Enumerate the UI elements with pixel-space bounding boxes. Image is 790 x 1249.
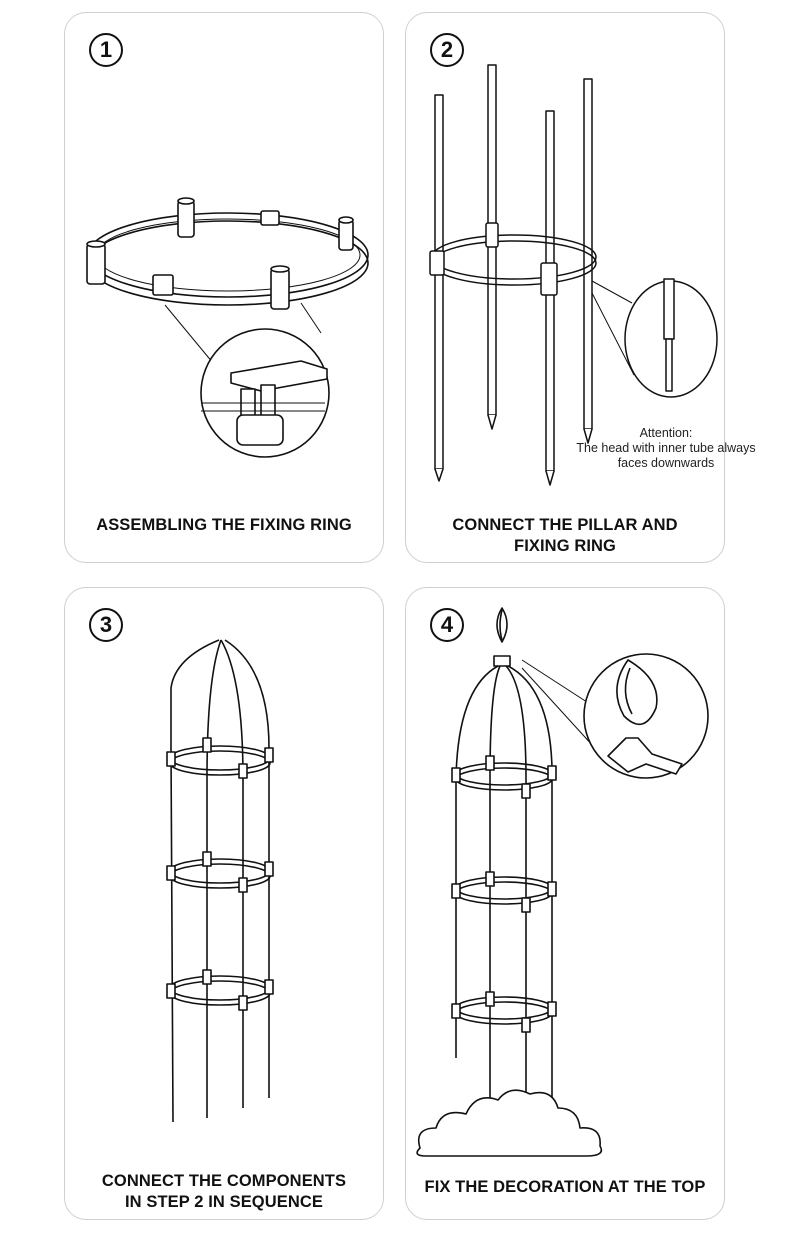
- step-2-panel: 2 Attention: The head with inner tube al…: [405, 12, 756, 563]
- step-caption: CONNECT THE PILLAR AND: [452, 516, 678, 534]
- fixing-ring-illustration: [86, 197, 369, 458]
- finished-obelisk-illustration: [416, 607, 709, 1157]
- step-caption: CONNECT THE COMPONENTS: [101, 1172, 347, 1190]
- attention-note: Attention: The head with inner tube alwa…: [576, 426, 756, 470]
- step-4-panel: 4: [405, 587, 725, 1220]
- ring-socket: [451, 755, 557, 1033]
- pillar: [455, 665, 553, 1108]
- step-3-panel: 3 CONNECT THE COMPONENTS IN STEP 2 IN SE…: [64, 587, 384, 1220]
- ring-socket: [429, 222, 558, 296]
- assembled-obelisk-illustration: [166, 639, 274, 1123]
- fixing-ring: [169, 745, 271, 1006]
- step-caption: FIXING RING: [514, 537, 616, 555]
- pillar: [170, 639, 270, 1123]
- fixing-ring: [455, 762, 553, 1025]
- step-1-panel: 1 ASSEMBLING THE FIXING RING: [64, 12, 384, 563]
- step-caption: FIX THE DECORATION AT THE TOP: [424, 1178, 706, 1196]
- pillar: [434, 64, 593, 486]
- fixing-ring: [87, 212, 369, 298]
- step-number-badge: 1: [89, 33, 123, 67]
- decoration-detail: [607, 659, 683, 775]
- connector-detail: [201, 360, 328, 446]
- step-number-badge: 3: [89, 608, 123, 642]
- step-number-badge: 2: [430, 33, 464, 67]
- soil-mound: [416, 1089, 603, 1157]
- step-caption: ASSEMBLING THE FIXING RING: [96, 516, 352, 534]
- pillar-ring-illustration: [429, 64, 718, 486]
- ring-socket: [86, 197, 354, 310]
- step-number-badge: 4: [430, 608, 464, 642]
- ring-socket: [166, 737, 274, 1011]
- step-caption: IN STEP 2 IN SEQUENCE: [124, 1193, 323, 1211]
- top-decoration: [493, 607, 511, 667]
- inner-tube-detail: [663, 278, 675, 392]
